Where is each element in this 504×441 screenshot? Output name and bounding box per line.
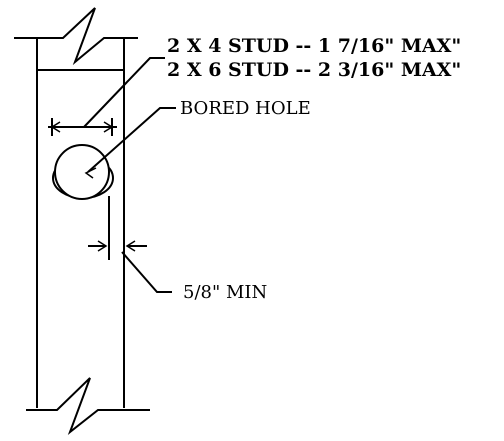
- bored-hole: [52, 144, 114, 200]
- stud-2x4-label: 2 X 4 STUD -- 1 7/16" MAX": [167, 35, 461, 57]
- edge-distance-dimension: [88, 196, 172, 293]
- bored-hole-leader: [84, 107, 176, 179]
- bored-hole-circle: [54, 144, 110, 200]
- bottom-break-line: [26, 377, 150, 435]
- bored-hole-label: BORED HOLE: [180, 98, 311, 119]
- stud-2x6-label: 2 X 6 STUD -- 2 3/16" MAX": [167, 59, 461, 81]
- stud-label-leader: [83, 57, 165, 128]
- stud: [36, 69, 125, 408]
- min-edge-distance-label: 5/8" MIN: [183, 282, 267, 303]
- hole-width-dimension: [48, 118, 117, 136]
- top-break-line: [14, 7, 138, 70]
